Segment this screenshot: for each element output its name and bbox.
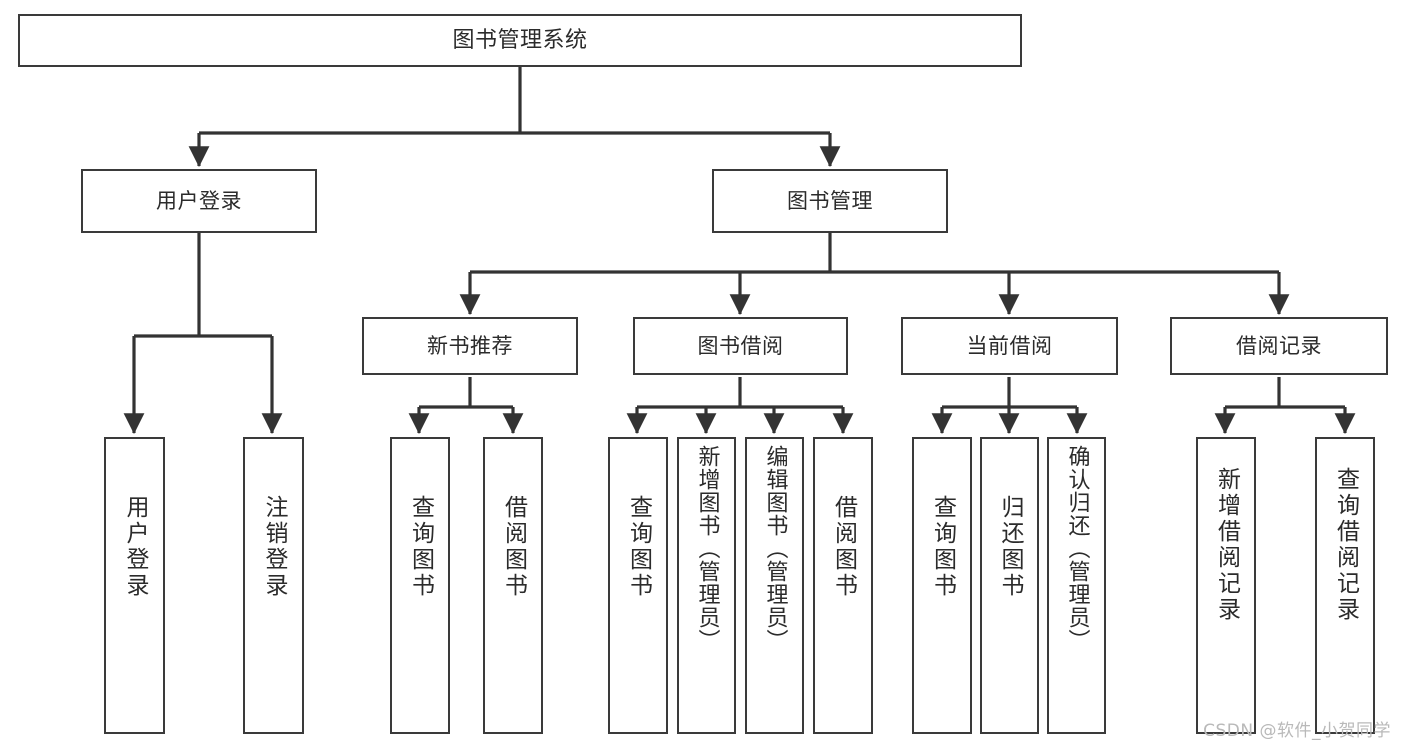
node-label: 借阅图书 xyxy=(500,495,527,599)
node-current-borrow[interactable]: 当前借阅 xyxy=(901,317,1118,375)
node-root-book-management-system[interactable]: 图书管理系统 xyxy=(18,14,1022,67)
node-label: 新书推荐 xyxy=(427,333,513,358)
node-user-login[interactable]: 用户登录 xyxy=(81,169,317,233)
leaf-edit-book-admin[interactable]: 编辑图书（管理员） xyxy=(745,437,804,734)
node-label: 归还图书 xyxy=(997,495,1023,599)
node-label: 确认归还（管理员） xyxy=(1064,445,1090,652)
node-label: 查询图书 xyxy=(625,495,652,599)
node-label: 查询图书 xyxy=(407,495,434,599)
node-label: 当前借阅 xyxy=(966,333,1053,358)
node-label: 图书借阅 xyxy=(697,333,784,358)
node-label: 借阅记录 xyxy=(1236,333,1322,358)
node-label: 编辑图书（管理员） xyxy=(762,445,788,652)
node-label: 新增借阅记录 xyxy=(1213,467,1240,623)
node-label: 查询借阅记录 xyxy=(1332,467,1359,623)
node-label: 借阅图书 xyxy=(830,495,857,599)
node-new-book-recommend[interactable]: 新书推荐 xyxy=(362,317,578,375)
node-book-borrow[interactable]: 图书借阅 xyxy=(633,317,848,375)
node-borrow-record[interactable]: 借阅记录 xyxy=(1170,317,1388,375)
leaf-return-book[interactable]: 归还图书 xyxy=(980,437,1039,734)
leaf-query-borrow-record[interactable]: 查询借阅记录 xyxy=(1315,437,1375,734)
node-label: 图书管理系统 xyxy=(452,27,588,53)
leaf-logout[interactable]: 注销登录 xyxy=(243,437,304,734)
leaf-add-borrow-record[interactable]: 新增借阅记录 xyxy=(1196,437,1256,734)
leaf-query-book-newbook[interactable]: 查询图书 xyxy=(390,437,450,734)
leaf-query-book-current[interactable]: 查询图书 xyxy=(912,437,972,734)
node-book-management[interactable]: 图书管理 xyxy=(712,169,948,233)
node-label: 用户登录 xyxy=(122,495,148,599)
node-label: 查询图书 xyxy=(929,495,956,599)
leaf-user-login[interactable]: 用户登录 xyxy=(104,437,165,734)
node-label: 注销登录 xyxy=(261,495,287,599)
leaf-add-book-admin[interactable]: 新增图书（管理员） xyxy=(677,437,736,734)
node-label: 图书管理 xyxy=(787,188,873,213)
node-label: 新增图书（管理员） xyxy=(694,445,720,652)
leaf-borrow-book-newbook[interactable]: 借阅图书 xyxy=(483,437,543,734)
leaf-borrow-book-borrow[interactable]: 借阅图书 xyxy=(813,437,873,734)
node-label: 用户登录 xyxy=(156,188,242,213)
leaf-confirm-return-admin[interactable]: 确认归还（管理员） xyxy=(1047,437,1106,734)
watermark: CSDN @软件_小贺同学 xyxy=(1203,721,1391,741)
leaf-query-book-borrow[interactable]: 查询图书 xyxy=(608,437,668,734)
